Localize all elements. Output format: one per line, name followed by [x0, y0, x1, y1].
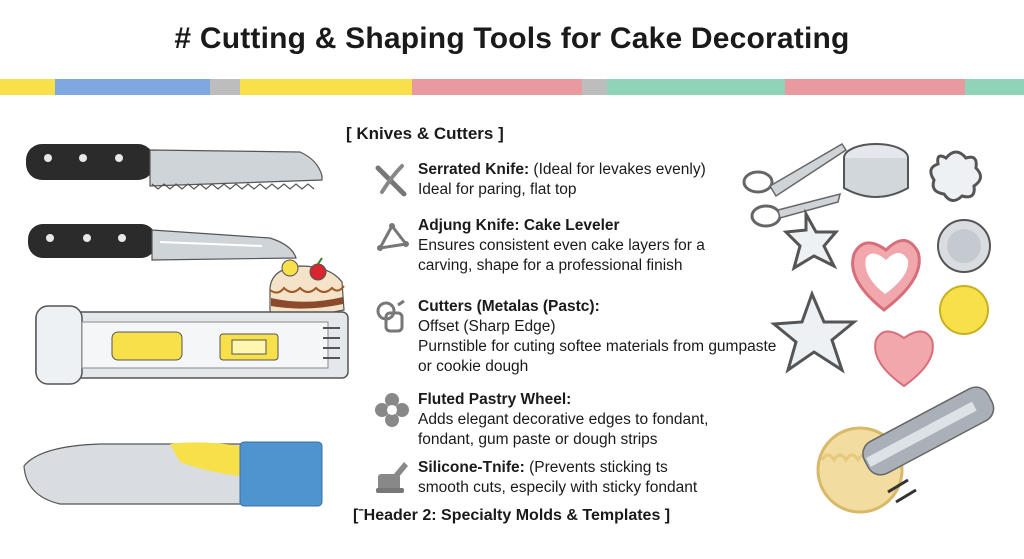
item-note: (Ideal for levakes evenly): [529, 161, 706, 178]
pastry-wheel-icon: [375, 393, 409, 427]
pastry-wheel-photo: [810, 386, 1024, 540]
stripe-segment: [0, 79, 55, 95]
round-cutter-small-inner: [947, 229, 981, 263]
chef-knife-icon: [28, 224, 297, 261]
item-name: Serrated Knife:: [418, 161, 530, 178]
serrated-knife-icon: [26, 144, 323, 190]
stripe-segment: [582, 79, 607, 95]
stripe-segment: [607, 79, 785, 95]
item-name: Fluted Pastry Wheel:: [418, 391, 572, 408]
star-cutter-large-icon: [770, 289, 859, 374]
item-description: Offset (Sharp Edge): [418, 318, 556, 335]
item-description: Adds elegant decorative edges to fondant…: [418, 411, 709, 428]
stripe-segment: [965, 79, 1024, 95]
cake-leveler-illustration: [35, 305, 349, 385]
item-name: Adjung Knife: Cake Leveler: [418, 217, 620, 234]
item-name: Silicone-Tnife:: [418, 459, 525, 476]
stripe-segment: [240, 79, 412, 95]
item-description: Purnstible for cuting softee materials f…: [418, 338, 777, 355]
heart-cutter-inner: [865, 253, 909, 294]
stripe-segment: [412, 79, 582, 95]
section-heading-molds: [ˉHeader 2: Specialty Molds & Templates …: [353, 507, 671, 524]
item-name: Cutters (Metalas (Pastc):: [418, 298, 600, 315]
item-description: Ensures consistent even cake layers for …: [418, 237, 705, 254]
flower-cutter-icon: [929, 150, 982, 202]
silicone-knife-icon: [376, 462, 408, 493]
item-description: Ideal for paring, flat top: [418, 181, 577, 198]
star-cutter-icon: [782, 208, 840, 272]
item-description: smooth cuts, especily with sticky fondan…: [418, 479, 698, 496]
cutters-illustration: [742, 142, 1024, 540]
stripe-segment: [55, 79, 210, 95]
heart-cookie-icon: [874, 330, 934, 388]
item-description: carving, shape for a professional finish: [418, 257, 683, 274]
stripe-segment: [210, 79, 240, 95]
spatula-icon: [23, 441, 323, 507]
knives-illustration: [23, 144, 349, 507]
round-cutter-icon: [843, 143, 909, 198]
page-title: # Cutting & Shaping Tools for Cake Decor…: [174, 22, 850, 55]
item-description: or cookie dough: [418, 358, 529, 375]
cake-icon: [269, 257, 345, 316]
stripe-segment: [785, 79, 965, 95]
yellow-disc-icon: [939, 285, 989, 335]
item-description: fondant, gum paste or dough strips: [418, 431, 658, 448]
cutters-icon: [376, 299, 405, 333]
item-note: (Prevents sticking ts: [524, 459, 668, 476]
color-stripe: [0, 79, 1024, 95]
section-heading-knives: [ Knives & Cutters ]: [346, 124, 504, 143]
cake-leveler-icon: [377, 223, 409, 251]
crossed-knives-icon: [375, 164, 407, 197]
scissors-icon: [742, 142, 848, 228]
